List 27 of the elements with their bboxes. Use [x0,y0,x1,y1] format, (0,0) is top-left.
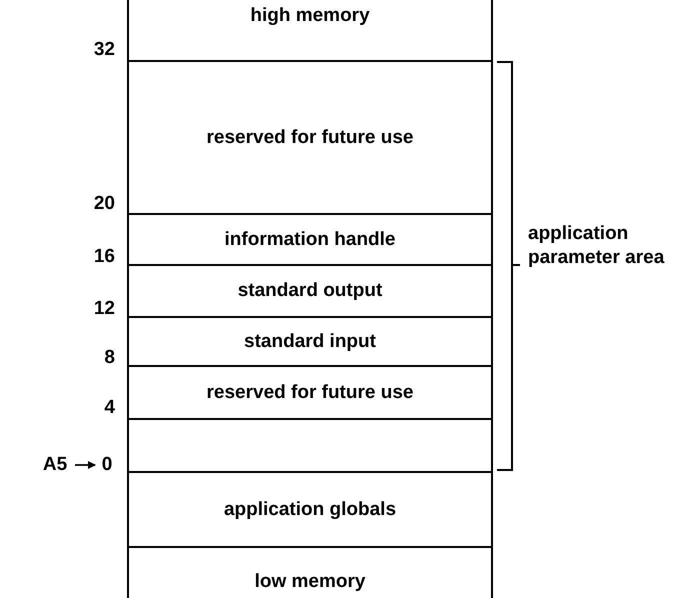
region-label: standard input [244,330,376,354]
offset-label: 12 [92,297,115,321]
region-label: standard output [238,279,382,303]
pointer-label: A5 [42,453,68,477]
region-label: information handle [224,228,396,252]
arrow [75,461,96,469]
offset-label: 16 [92,245,115,269]
region-label: low memory [254,570,366,594]
memory-region [127,62,493,215]
offset-label: 8 [103,346,115,370]
region-label: reserved for future use [206,380,414,404]
memory-region [127,318,493,367]
pointer-label: 0 [102,453,112,477]
memory-region [127,266,493,318]
memory-region [127,215,493,266]
memory-region [127,548,493,598]
offset-label: 32 [92,38,115,62]
region-label: reserved for future use [206,126,414,150]
offset-label: 20 [92,192,115,216]
memory-region [127,420,493,473]
offset-label: 4 [103,396,115,420]
memory-region [127,473,493,548]
region-label: high memory [250,4,370,28]
region-label: application globals [224,498,396,522]
memory-region [127,367,493,420]
bracket-label: application parameter area [528,222,666,270]
memory-region [127,0,493,62]
